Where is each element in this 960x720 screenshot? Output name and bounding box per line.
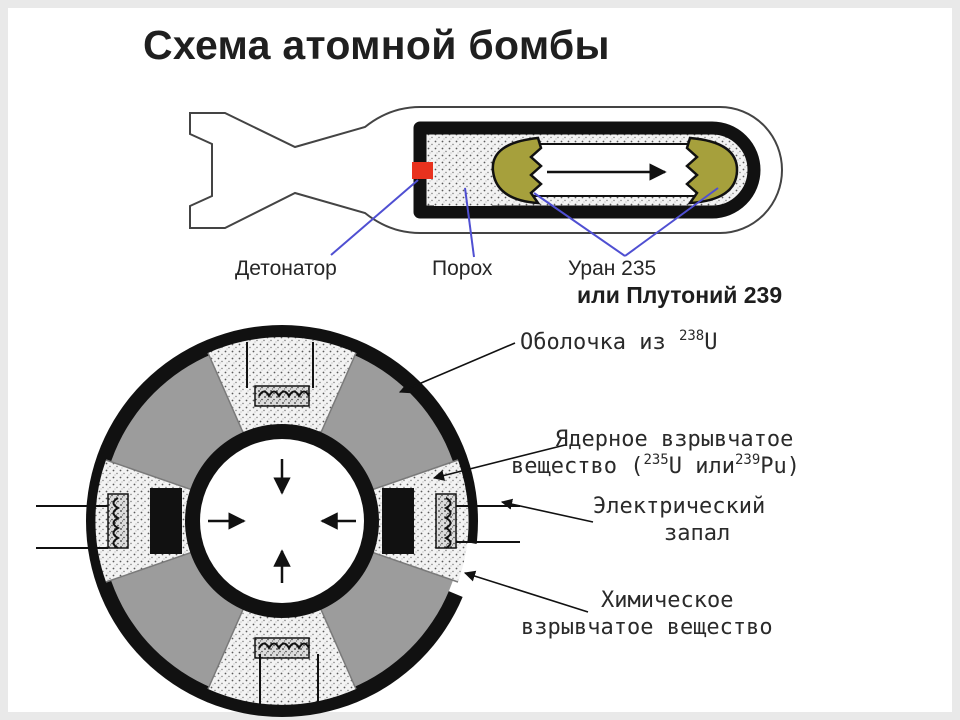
nuclear-lens-left	[150, 488, 182, 554]
uranium-leader-left	[533, 192, 626, 257]
label-fuse-line2: запал	[664, 521, 731, 546]
label-powder: Порох	[432, 257, 493, 280]
label-detonator: Детонатор	[235, 257, 337, 280]
nuclear-mid: U или	[668, 454, 735, 479]
page-title: Схема атомной бомбы	[143, 22, 610, 68]
shell-leader	[398, 342, 516, 394]
nuclear-mass-pu: 239	[734, 452, 761, 468]
uranium-target	[685, 136, 739, 205]
shell-mass: 238	[678, 328, 705, 344]
nuclear-lens-right	[382, 488, 414, 554]
label-nuclear-line2: вещество (235U или239Pu)	[511, 452, 801, 479]
implosion-bomb	[36, 325, 594, 717]
label-chem-line1: Химическое	[601, 588, 734, 613]
uranium-leader-right	[624, 187, 719, 257]
label-fuse-line1: Электрический	[593, 494, 766, 519]
nuclear-prefix: вещество (	[511, 454, 644, 479]
nuclear-mass-u: 235	[643, 452, 669, 468]
barrel	[526, 143, 700, 197]
nuclear-leader	[432, 444, 566, 481]
fuse-wires	[36, 342, 520, 706]
label-nuclear-line1: Ядерное взрывчатое	[555, 427, 794, 452]
chem-leader	[463, 570, 589, 613]
detonator-leader	[330, 179, 419, 256]
gun-type-bomb	[189, 106, 783, 258]
label-chem-line2: взрывчатое вещество	[521, 615, 773, 640]
fuse-leader	[500, 498, 594, 523]
core-center	[200, 439, 364, 603]
shell-text: Оболочка из	[520, 330, 679, 355]
powder	[434, 136, 492, 206]
nuclear-suffix: Pu)	[760, 454, 801, 479]
label-plutonium: или Плутоний 239	[577, 282, 783, 308]
powder-leader	[464, 187, 475, 258]
detonator	[412, 162, 433, 179]
uranium-projectile	[491, 136, 543, 205]
shell-element: U	[704, 330, 718, 355]
label-uranium: Уран 235	[568, 257, 657, 280]
label-shell: Оболочка из 238U	[520, 328, 718, 355]
